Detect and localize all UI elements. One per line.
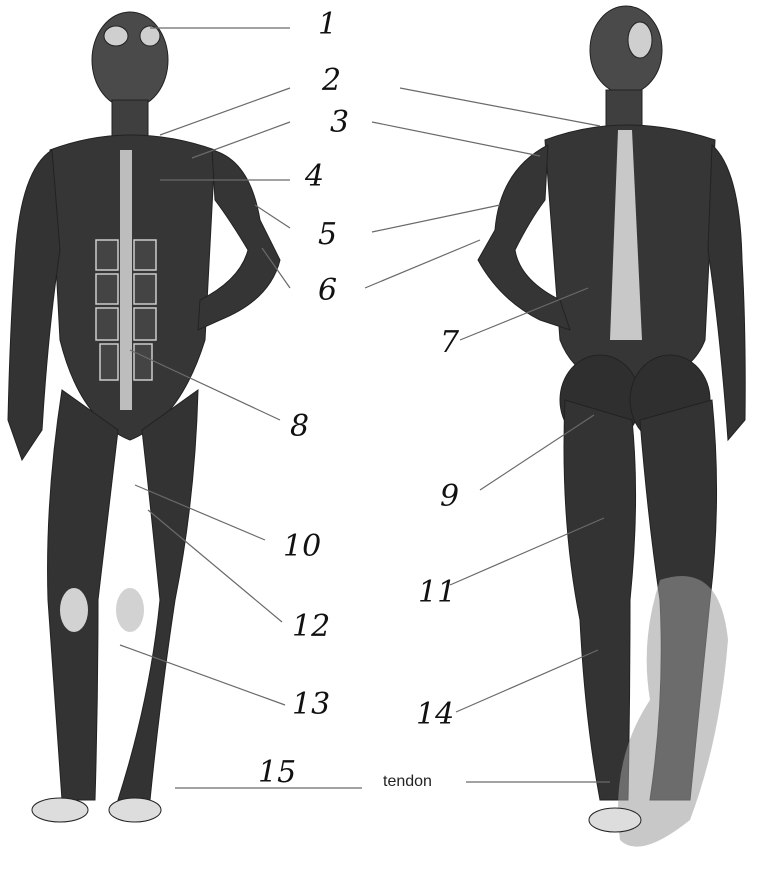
tendon-label: tendon [383,773,432,791]
label-11: 11 [418,578,456,608]
label-7: 7 [440,328,459,358]
label-5: 5 [318,220,337,250]
label-14: 14 [416,700,454,730]
label-13: 13 [292,690,330,720]
label-2: 2 [322,66,341,96]
label-8: 8 [290,412,309,442]
label-1: 1 [318,10,337,40]
label-4: 4 [305,162,324,192]
label-9: 9 [440,482,459,512]
label-12: 12 [292,612,330,642]
label-6: 6 [318,276,337,306]
label-10: 10 [283,532,321,562]
label-15: 15 [258,758,296,788]
label-3: 3 [330,108,349,138]
